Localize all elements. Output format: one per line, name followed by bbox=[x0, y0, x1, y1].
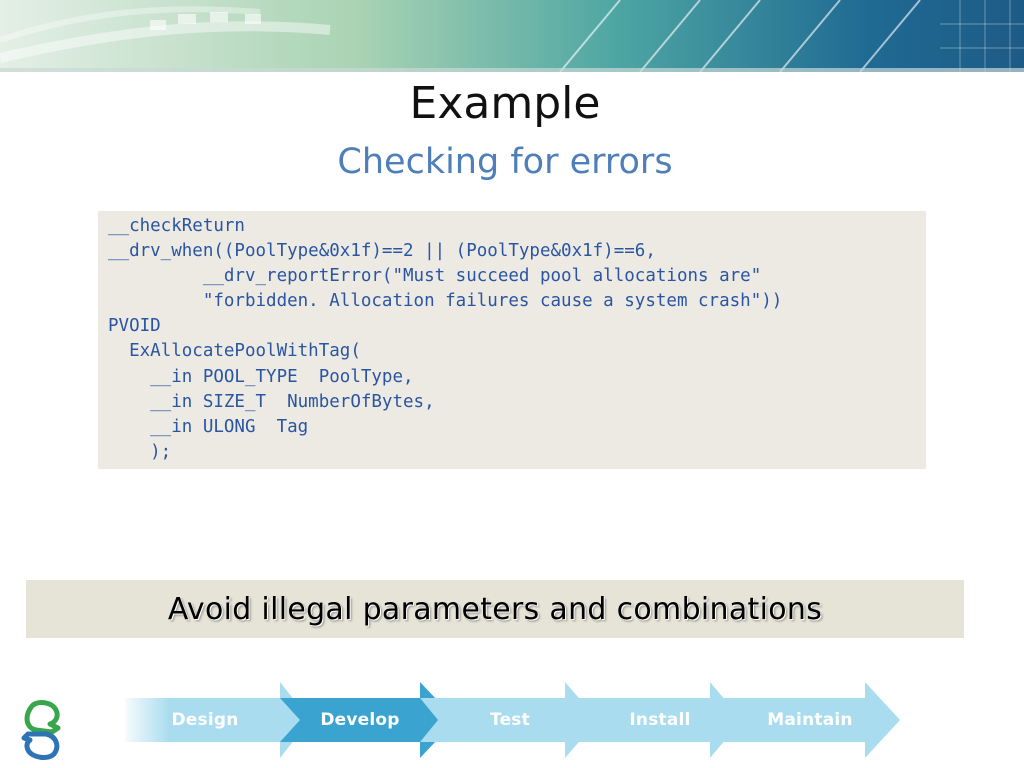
process-step-develop: Develop bbox=[320, 710, 400, 730]
code-line: __drv_when((PoolType&0x1f)==2 || (PoolTy… bbox=[108, 241, 656, 262]
callout-text: Avoid illegal parameters and combination… bbox=[167, 591, 823, 627]
people-puzzle-logo-icon bbox=[18, 700, 68, 760]
code-block: __checkReturn __drv_when((PoolType&0x1f)… bbox=[98, 211, 926, 469]
process-arrow bbox=[565, 682, 742, 758]
callout-banner: Avoid illegal parameters and combination… bbox=[26, 580, 964, 638]
slide-subtitle: Checking for errors bbox=[337, 142, 673, 182]
lifecycle-process-bar: Design Develop Test Install Maintain bbox=[120, 680, 910, 760]
process-arrow bbox=[125, 682, 310, 758]
process-arrow bbox=[420, 682, 598, 758]
code-line: __in ULONG Tag bbox=[108, 416, 309, 437]
code-line: __checkReturn bbox=[108, 216, 245, 236]
code-line: "forbidden. Allocation failures cause a … bbox=[108, 291, 783, 312]
code-line: __drv_reportError("Must succeed pool all… bbox=[108, 266, 762, 287]
process-step-test: Test bbox=[490, 710, 530, 730]
code-line: __in SIZE_T NumberOfBytes, bbox=[108, 391, 435, 412]
banner-graphic bbox=[0, 0, 1024, 72]
header-banner bbox=[0, 0, 1024, 72]
slide-title: Example bbox=[409, 78, 601, 129]
process-step-maintain: Maintain bbox=[767, 710, 853, 730]
process-arrow bbox=[710, 682, 900, 758]
process-step-install: Install bbox=[629, 710, 691, 730]
code-line: __in POOL_TYPE PoolType, bbox=[108, 366, 414, 387]
code-line: ); bbox=[108, 441, 172, 462]
code-line: ExAllocatePoolWithTag( bbox=[108, 341, 361, 362]
process-step-design: Design bbox=[171, 710, 239, 730]
code-line: PVOID bbox=[108, 316, 161, 337]
process-arrow bbox=[280, 682, 456, 758]
